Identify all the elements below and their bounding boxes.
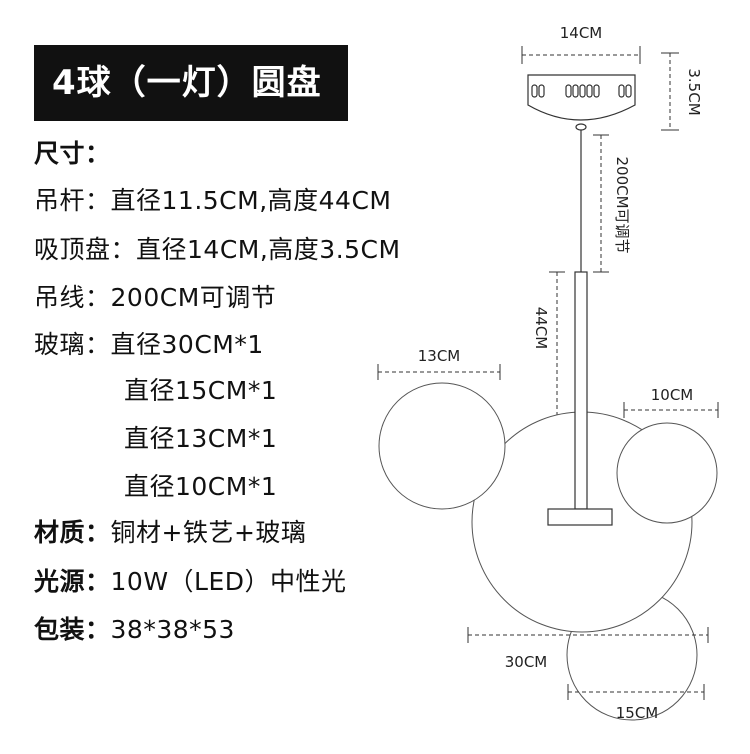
spec-glass-value-1: 直径30CM*1 [110,330,264,359]
spec-material-label: 材质： [34,518,111,547]
spec-material: 材质：铜材+铁艺+玻璃 [34,518,306,548]
spec-glass-value-4: 直径10CM*1 [124,472,278,501]
ball-13-label: 13CM [418,347,461,365]
rod-length-label: 44CM [532,307,550,350]
spec-glass-value-2: 直径15CM*1 [124,376,278,405]
wire-length-label: 200CM可调节 [613,156,631,253]
ball-15-dimension [567,684,705,700]
canopy-height-label: 3.5CM [685,68,703,115]
wire-length-dimension [593,134,609,273]
spec-light-value: 10W（LED）中性光 [110,567,347,596]
spec-glass: 玻璃：直径30CM*1 [34,330,264,360]
ball-30-dimension [467,627,709,643]
ball-15-label: 15CM [616,704,659,722]
spec-glass-label: 玻璃： [34,330,111,359]
round-disk [547,508,613,526]
spec-canopy: 吸顶盘：直径14CM,高度3.5CM [34,235,401,265]
spec-package-label: 包装： [34,615,111,644]
spec-wire: 吊线：200CM可调节 [34,283,276,313]
spec-rod-label: 吊杆： [34,186,111,215]
glass-ball-10cm [616,422,718,524]
canopy-width-label: 14CM [560,24,603,42]
size-heading: 尺寸： [34,139,111,168]
page-title: 4球（一灯）圆盘 [34,45,348,121]
spec-package: 包装：38*38*53 [34,615,235,645]
spec-package-value: 38*38*53 [110,615,235,644]
ball-10-label: 10CM [651,386,694,404]
spec-wire-label: 吊线： [34,283,111,312]
spec-rod: 吊杆：直径11.5CM,高度44CM [34,186,392,216]
spec-light-label: 光源： [34,567,111,596]
glass-ball-13cm [378,382,506,510]
spec-wire-value: 200CM可调节 [110,283,277,312]
ball-30-label: 30CM [505,653,548,671]
spec-glass-value-3: 直径13CM*1 [124,424,278,453]
ball-13-dimension [377,364,501,380]
glass-balls [378,382,718,721]
canopy-width-dimension [521,46,641,64]
canopy-height-dimension [661,52,679,131]
pendant-rod [574,271,588,510]
spec-rod-value: 直径11.5CM,高度44CM [110,186,392,215]
spec-canopy-value: 直径14CM,高度3.5CM [136,235,401,264]
spec-material-value: 铜材+铁艺+玻璃 [110,518,307,547]
spec-light: 光源：10W（LED）中性光 [34,567,347,597]
ball-10-dimension [623,402,719,418]
canopy [527,74,636,131]
spec-canopy-label: 吸顶盘： [34,235,137,264]
